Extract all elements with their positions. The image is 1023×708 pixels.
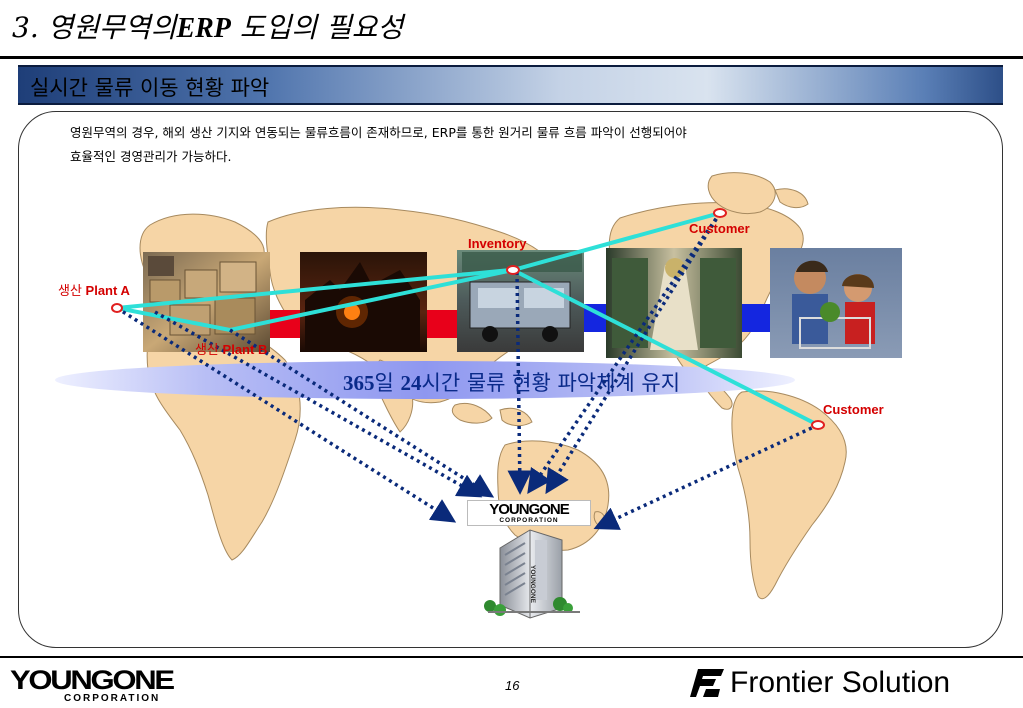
- banner-24: 24: [400, 371, 422, 395]
- section-subtitle: 실시간 물류 이동 현황 파악: [30, 76, 270, 100]
- footer-divider: [0, 656, 1023, 658]
- title-divider: [0, 56, 1023, 59]
- plant-a-label: 생산 Plant A: [58, 280, 130, 299]
- youngone-logo-sub: CORPORATION: [64, 693, 161, 704]
- plant-a-en: Plant A: [85, 283, 130, 298]
- youngone-logo: YOUNGONE CORPORATION: [10, 667, 175, 705]
- hq-logo-word: YOUNGONE: [489, 501, 570, 518]
- banner-365: 365: [343, 371, 375, 395]
- frontier-solution-logo: Frontier Solution: [690, 666, 950, 700]
- photo-industrial-night: [300, 252, 427, 352]
- plant-b-en: Plant B: [222, 342, 268, 357]
- description: 영원무역의 경우, 해외 생산 기지와 연동되는 물류흐름이 존재하므로, ER…: [70, 121, 950, 169]
- title-suffix: 도입의 필요성: [230, 11, 404, 44]
- description-line-2: 효율적인 경영관리가 가능하다.: [70, 149, 232, 164]
- banner-day: 일: [374, 371, 401, 395]
- hq-logo-sub: CORPORATION: [499, 517, 559, 524]
- plant-b-ko: 생산: [195, 343, 219, 358]
- hq-building: [484, 529, 580, 619]
- youngone-logo-word: YOUNGONE: [10, 665, 175, 695]
- page-number: 16: [505, 678, 520, 693]
- banner-rest: 시간 물류 현황 파악체계 유지: [421, 371, 681, 395]
- location-markers: [111, 208, 825, 430]
- title-number: 3.: [12, 11, 39, 44]
- customer-top-label: Customer: [689, 221, 750, 236]
- inventory-label: Inventory: [468, 236, 527, 251]
- page-title: 3. 영원무역의ERP 도입의 필요성: [12, 6, 403, 46]
- photo-truck: [457, 250, 584, 352]
- monitoring-banner: [55, 361, 795, 399]
- hq-logo: YOUNGONE CORPORATION: [467, 500, 591, 526]
- building-sign: YOUNGONE: [529, 565, 536, 603]
- photo-warehouse: [143, 252, 270, 352]
- photo-shoppers: [770, 248, 902, 358]
- title-erp: ERP: [176, 13, 231, 44]
- plant-a-ko: 생산: [58, 284, 82, 299]
- subtitle-bar: 실시간 물류 이동 현황 파악: [18, 65, 1003, 105]
- customer-right-label: Customer: [823, 402, 884, 417]
- description-line-1: 영원무역의 경우, 해외 생산 기지와 연동되는 물류흐름이 존재하므로, ER…: [70, 125, 687, 140]
- photo-store: [606, 248, 742, 358]
- monitoring-banner-text: 365일 24시간 물류 현황 파악체계 유지: [343, 367, 680, 397]
- title-prefix: 영원무역의: [47, 11, 177, 44]
- route-lines: [115, 211, 820, 427]
- frontier-solution-icon: [690, 669, 724, 697]
- dotted-arrows: [116, 212, 819, 530]
- plant-b-label: 생산 Plant B: [195, 339, 267, 358]
- frontier-solution-text: Frontier Solution: [730, 666, 951, 699]
